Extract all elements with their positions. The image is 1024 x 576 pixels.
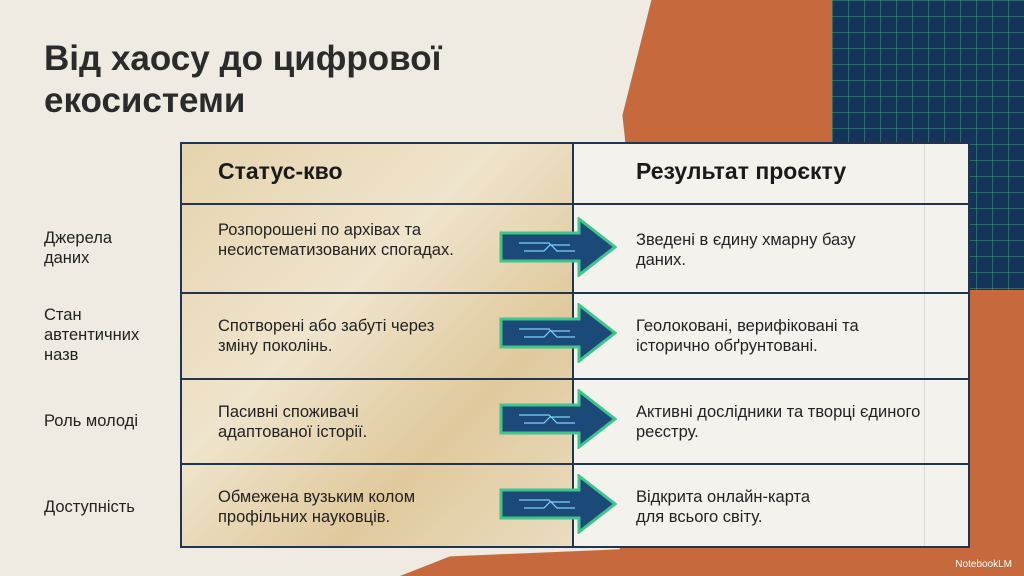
cell-before: Спотворені або забуті через зміну поколі… (218, 317, 435, 355)
page-title: Від хаосу до цифрової екосистеми (44, 39, 442, 120)
cell-after: Зведені в єдину хмарну базу даних. (636, 231, 856, 269)
result-column (572, 144, 968, 546)
row-label: Джерела даних (44, 229, 112, 267)
arrow-right-icon (499, 389, 617, 449)
cell-after: Геолоковані, верифіковані та історично о… (636, 317, 859, 355)
cell-before: Обмежена вузьким колом профільних науков… (218, 488, 416, 526)
cell-before: Пасивні споживачі адаптованої історії. (218, 403, 368, 441)
arrow-right-icon (499, 474, 617, 534)
arrow-right-icon (499, 303, 617, 363)
cell-after: Активні дослідники та творці єдиного реє… (636, 403, 921, 441)
header-status-quo: Статус-кво (218, 158, 343, 184)
row-label: Стан автентичних назв (44, 306, 140, 364)
cell-before: Розпорошені по архівах та несистематизов… (218, 221, 454, 259)
notebooklm-logo: NotebookLM (955, 559, 1012, 570)
row-label: Роль молоді (44, 412, 138, 430)
row-label: Доступність (44, 498, 135, 516)
background-orange-bottom (400, 548, 1024, 576)
arrow-right-icon (499, 217, 617, 277)
cell-after: Відкрита онлайн-карта для всього світу. (636, 488, 811, 526)
header-result: Результат проєкту (636, 158, 847, 184)
